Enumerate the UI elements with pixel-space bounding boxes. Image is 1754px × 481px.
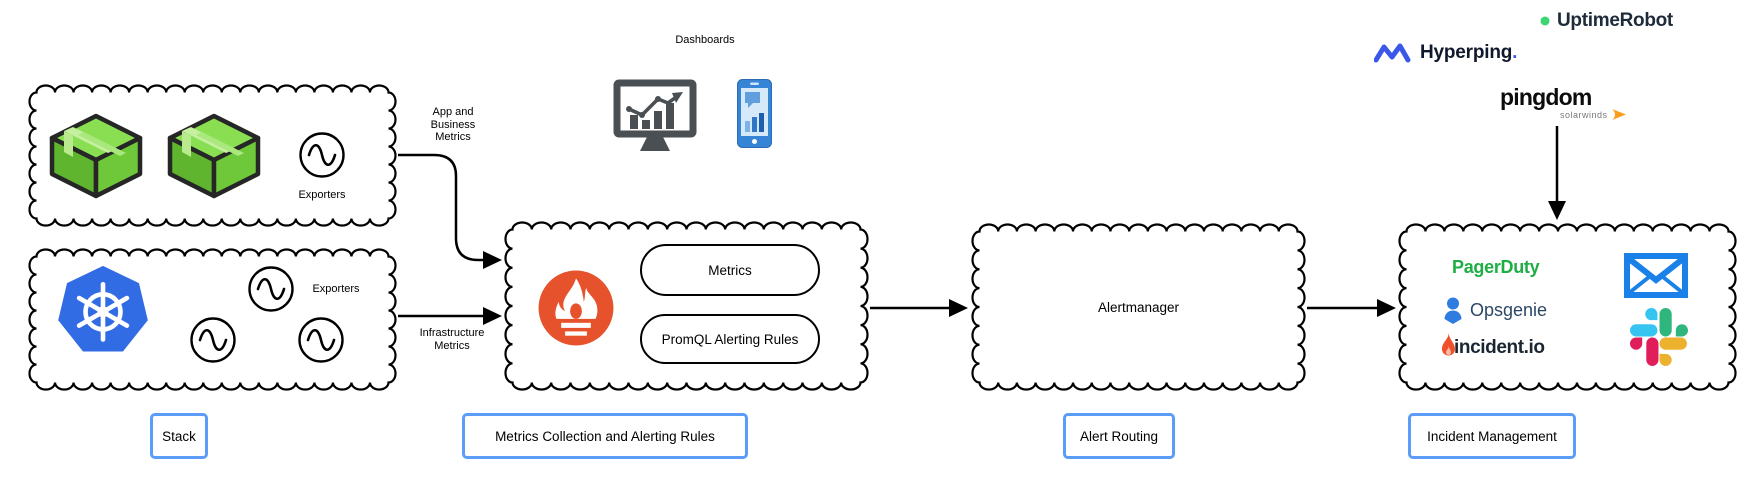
exporters-label: Exporters xyxy=(312,283,360,295)
hyperping-wordmark: Hyperping xyxy=(1420,42,1513,63)
monitor-bars xyxy=(630,103,674,129)
pingdom-wordmark: pingdom xyxy=(1500,84,1592,110)
uptimerobot-wordmark: UptimeRobot xyxy=(1557,10,1673,31)
incident-management-caption-label: Incident Management xyxy=(1427,428,1557,444)
metrics-collection-caption-label: Metrics Collection and Alerting Rules xyxy=(495,428,715,444)
mobile-chat-bubble xyxy=(745,92,760,103)
incident-management-caption[interactable]: Incident Management xyxy=(1408,413,1576,459)
alertmanager-cloud[interactable] xyxy=(970,222,1307,392)
exporter-icon[interactable] xyxy=(247,265,295,313)
edge-app-metrics xyxy=(398,153,484,262)
arrowhead xyxy=(483,251,502,269)
wheel-hub xyxy=(97,306,109,318)
module-stripe xyxy=(64,131,73,157)
app-module-icon[interactable] xyxy=(48,112,144,200)
exporter-icon[interactable] xyxy=(298,131,346,179)
pingdom-logo[interactable]: pingdom solarwinds xyxy=(1500,84,1626,120)
exporter-icon[interactable] xyxy=(297,316,345,364)
alertmanager-node[interactable]: Alertmanager xyxy=(970,222,1307,392)
prometheus-flame xyxy=(555,278,598,319)
incidentio-wordmark: incident.io xyxy=(1454,337,1545,358)
app-business-metrics-label: App and Business Metrics xyxy=(430,106,476,144)
app-module-icon[interactable] xyxy=(166,112,262,200)
metrics-node-label: Metrics xyxy=(708,262,752,278)
alert-routing-caption-label: Alert Routing xyxy=(1079,428,1159,444)
hyperping-period: . xyxy=(1512,42,1518,63)
kubernetes-icon[interactable] xyxy=(56,264,150,356)
opsgenie-logo[interactable]: Opsgenie xyxy=(1443,297,1548,324)
slack-icon[interactable] xyxy=(1630,308,1688,366)
email-icon[interactable] xyxy=(1624,253,1688,298)
pagerduty-logo[interactable]: PagerDuty xyxy=(1452,255,1540,279)
opsgenie-icon xyxy=(1444,297,1462,324)
infrastructure-metrics-label: Infrastructure Metrics xyxy=(419,327,485,352)
dashboards-label: Dashboards xyxy=(675,34,735,46)
arrowhead xyxy=(483,307,502,325)
alertmanager-label: Alertmanager xyxy=(1097,299,1180,315)
incidentio-flame-icon xyxy=(1442,333,1455,356)
monitor-trend-dots xyxy=(626,92,683,151)
exporters-label: Exporters xyxy=(298,189,346,201)
stack-caption[interactable]: Stack xyxy=(150,413,208,459)
module-stripe xyxy=(78,132,126,156)
arrowhead xyxy=(1548,201,1566,220)
metrics-node[interactable]: Metrics xyxy=(640,244,820,296)
module-stripe xyxy=(182,131,191,157)
alert-routing-caption[interactable]: Alert Routing xyxy=(1063,413,1175,459)
hyperping-wave-icon xyxy=(1374,43,1411,62)
arrowhead xyxy=(949,299,968,317)
dashboard-monitor-icon[interactable] xyxy=(613,79,697,151)
solarwinds-wordmark: solarwinds xyxy=(1560,109,1608,120)
hyperping-logo[interactable]: Hyperping. xyxy=(1374,40,1517,66)
uptimerobot-dot-icon xyxy=(1540,16,1550,26)
dashboard-mobile-icon[interactable] xyxy=(737,79,772,148)
uptimerobot-logo[interactable]: UptimeRobot xyxy=(1540,8,1673,34)
promql-node-label: PromQL Alerting Rules xyxy=(661,331,799,347)
promql-alerting-rules-node[interactable]: PromQL Alerting Rules xyxy=(640,314,820,364)
pagerduty-wordmark: PagerDuty xyxy=(1452,256,1540,277)
solarwinds-swoosh-icon xyxy=(1611,109,1626,120)
arrowhead xyxy=(1377,299,1396,317)
mobile-bars xyxy=(745,113,764,132)
module-stripe xyxy=(196,132,244,156)
metrics-collection-caption[interactable]: Metrics Collection and Alerting Rules xyxy=(462,413,748,459)
exporter-icon[interactable] xyxy=(189,316,237,364)
prometheus-icon[interactable] xyxy=(537,269,615,347)
solarwinds-row: solarwinds xyxy=(1560,108,1627,121)
opsgenie-wordmark: Opsgenie xyxy=(1470,299,1548,320)
incidentio-logo[interactable]: incident.io xyxy=(1440,333,1545,362)
stack-caption-label: Stack xyxy=(162,428,196,444)
